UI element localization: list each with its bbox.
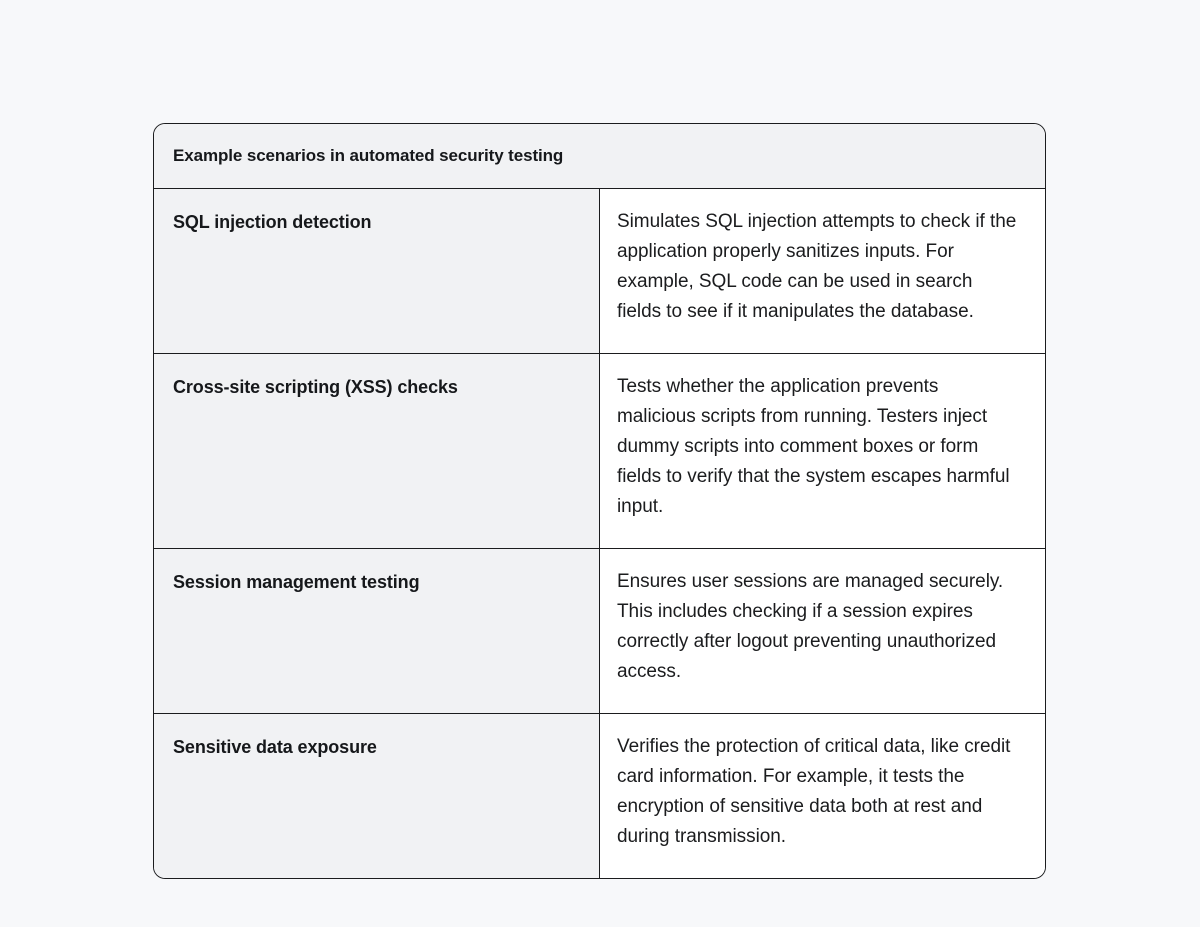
scenario-name-cell: Session management testing xyxy=(154,548,600,714)
table-body: SQL injection detection Simulates SQL in… xyxy=(154,188,1045,879)
table-row: SQL injection detection Simulates SQL in… xyxy=(154,188,1045,354)
scenario-description-cell: Ensures user sessions are managed secure… xyxy=(599,548,1045,714)
table-title-cell: Example scenarios in automated security … xyxy=(154,124,1045,190)
table-row: Session management testing Ensures user … xyxy=(154,548,1045,714)
security-scenarios-table: Example scenarios in automated security … xyxy=(154,124,1045,879)
scenario-description-cell: Tests whether the application prevents m… xyxy=(599,353,1045,549)
scenario-name-cell: Cross-site scripting (XSS) checks xyxy=(154,353,600,549)
table-row: Sensitive data exposure Verifies the pro… xyxy=(154,713,1045,879)
table-header-row: Example scenarios in automated security … xyxy=(154,124,1045,190)
scenario-name-cell: SQL injection detection xyxy=(154,188,600,354)
table-row: Cross-site scripting (XSS) checks Tests … xyxy=(154,353,1045,549)
scenario-name-cell: Sensitive data exposure xyxy=(154,713,600,879)
scenario-description-cell: Verifies the protection of critical data… xyxy=(599,713,1045,879)
scenario-description-cell: Simulates SQL injection attempts to chec… xyxy=(599,188,1045,354)
table-header: Example scenarios in automated security … xyxy=(154,124,1045,190)
security-scenarios-table-card: Example scenarios in automated security … xyxy=(153,123,1046,880)
